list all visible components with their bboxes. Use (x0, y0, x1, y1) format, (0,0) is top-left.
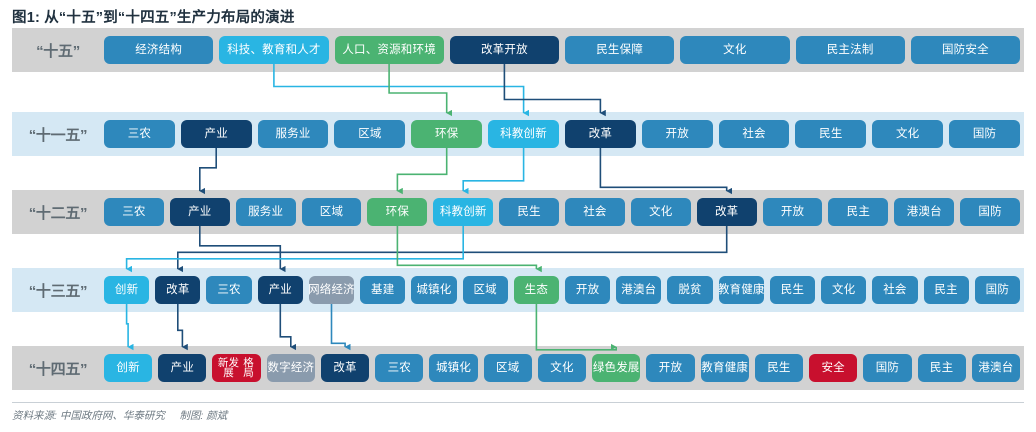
node-文化[interactable]: 文化 (680, 36, 790, 64)
plan-row-2: “十一五” 三农产业服务业区域环保科教创新改革开放社会民生文化国防 (12, 112, 1024, 156)
node-改革[interactable]: 改革 (320, 354, 370, 382)
node-环保[interactable]: 环保 (411, 120, 483, 148)
node-三农[interactable]: 三农 (375, 354, 424, 382)
plan-row-1: “十五” 经济结构科技、教育和人才人口、资源和环境改革开放民生保障文化民主法制国防… (12, 28, 1024, 72)
plan-row-5: “十四五”创新产业新发展格局数字经济改革三农城镇化区域文化绿色发展开放教育健康民… (12, 346, 1024, 390)
node-创新[interactable]: 创新 (104, 276, 150, 304)
node-城镇化[interactable]: 城镇化 (429, 354, 478, 382)
page-title: 图1: 从“十五”到“十四五”生产力布局的演进 (12, 10, 295, 26)
node-改革[interactable]: 改革 (155, 276, 201, 304)
node-产业[interactable]: 产业 (180, 120, 252, 148)
node-民主[interactable]: 民主 (917, 354, 966, 382)
node-国防[interactable]: 国防 (949, 120, 1020, 148)
node-民主法制[interactable]: 民主法制 (795, 36, 905, 64)
node-三农[interactable]: 三农 (104, 120, 175, 148)
plan-row-nodes: 三农产业服务业区域环保科教创新改革开放社会民生文化国防 (104, 112, 1024, 156)
plan-row-nodes: 创新产业新发展格局数字经济改革三农城镇化区域文化绿色发展开放教育健康民生安全国防… (104, 346, 1024, 390)
node-改革开放[interactable]: 改革开放 (449, 36, 559, 64)
node-文化[interactable]: 文化 (630, 198, 691, 226)
node-文化[interactable]: 文化 (872, 120, 944, 148)
node-民生[interactable]: 民生 (754, 354, 804, 382)
node-区域[interactable]: 区域 (301, 198, 362, 226)
node-环保[interactable]: 环保 (367, 198, 428, 226)
node-港澳台[interactable]: 港澳台 (616, 276, 662, 304)
node-服务业[interactable]: 服务业 (235, 198, 296, 226)
node-城镇化[interactable]: 城镇化 (411, 276, 457, 304)
node-开放[interactable]: 开放 (762, 198, 823, 226)
node-经济结构[interactable]: 经济结构 (104, 36, 214, 64)
node-社会[interactable]: 社会 (718, 120, 790, 148)
node-三农[interactable]: 三农 (206, 276, 252, 304)
node-民生保障[interactable]: 民生保障 (565, 36, 675, 64)
plan-row-label: “十五” (36, 42, 80, 60)
node-开放[interactable]: 开放 (564, 276, 611, 304)
node-国防[interactable]: 国防 (960, 198, 1021, 226)
node-民生[interactable]: 民生 (499, 198, 560, 226)
plan-row-label: “十三五” (28, 282, 88, 300)
node-三农[interactable]: 三农 (104, 198, 164, 226)
node-国防[interactable]: 国防 (863, 354, 912, 382)
source-note: 资料来源: 中国政府网、华泰研究 制图: 颜斌 (12, 410, 228, 422)
node-脱贫[interactable]: 脱贫 (667, 276, 713, 304)
node-区域[interactable]: 区域 (334, 120, 406, 148)
node-民主[interactable]: 民主 (828, 198, 889, 226)
node-社会[interactable]: 社会 (872, 276, 918, 304)
node-教育健康[interactable]: 教育健康 (718, 276, 764, 304)
node-生态[interactable]: 生态 (513, 276, 559, 304)
node-民生[interactable]: 民生 (795, 120, 867, 148)
node-服务业[interactable]: 服务业 (257, 120, 329, 148)
node-创新[interactable]: 创新 (104, 354, 153, 382)
node-文化[interactable]: 文化 (537, 354, 587, 382)
node-国防安全[interactable]: 国防安全 (910, 36, 1020, 64)
plan-row-nodes: 创新改革三农产业网络经济基建城镇化区域生态开放港澳台脱贫教育健康民生文化社会民主… (104, 268, 1024, 312)
node-新发展格局[interactable]: 新发展格局 (212, 354, 261, 382)
node-科教创新[interactable]: 科教创新 (488, 120, 559, 148)
node-港澳台[interactable]: 港澳台 (894, 198, 955, 226)
node-科教创新[interactable]: 科教创新 (433, 198, 494, 226)
node-民生[interactable]: 民生 (769, 276, 816, 304)
node-区域[interactable]: 区域 (462, 276, 508, 304)
node-人口、资源和环境[interactable]: 人口、资源和环境 (334, 36, 444, 64)
node-民主[interactable]: 民主 (923, 276, 969, 304)
node-数字经济[interactable]: 数字经济 (266, 354, 315, 382)
plan-row-label: “十一五” (28, 126, 88, 144)
node-区域[interactable]: 区域 (483, 354, 532, 382)
node-产业[interactable]: 产业 (169, 198, 230, 226)
node-改革[interactable]: 改革 (564, 120, 636, 148)
node-文化[interactable]: 文化 (821, 276, 867, 304)
plan-row-label: “十四五” (28, 360, 88, 378)
node-教育健康[interactable]: 教育健康 (700, 354, 749, 382)
plan-row-label: “十二五” (28, 204, 88, 222)
node-开放[interactable]: 开放 (646, 354, 695, 382)
plan-row-4: “十三五” 创新改革三农产业网络经济基建城镇化区域生态开放港澳台脱贫教育健康民生文… (12, 268, 1024, 312)
node-安全[interactable]: 安全 (809, 354, 858, 382)
node-产业[interactable]: 产业 (257, 276, 303, 304)
node-产业[interactable]: 产业 (158, 354, 207, 382)
node-科技、教育和人才[interactable]: 科技、教育和人才 (219, 36, 329, 64)
footer-divider (12, 402, 1024, 403)
node-网络经济[interactable]: 网络经济 (308, 276, 355, 304)
node-港澳台[interactable]: 港澳台 (971, 354, 1020, 382)
plan-row-nodes: 三农产业服务业区域环保科教创新民生社会文化改革开放民主港澳台国防 (104, 190, 1024, 234)
node-基建[interactable]: 基建 (360, 276, 406, 304)
plan-row-3: “十二五” 三农产业服务业区域环保科教创新民生社会文化改革开放民主港澳台国防 (12, 190, 1024, 234)
node-社会[interactable]: 社会 (565, 198, 625, 226)
plan-row-nodes: 经济结构科技、教育和人才人口、资源和环境改革开放民生保障文化民主法制国防安全 (104, 28, 1024, 72)
node-绿色发展[interactable]: 绿色发展 (592, 354, 641, 382)
node-改革[interactable]: 改革 (696, 198, 757, 226)
node-国防[interactable]: 国防 (974, 276, 1020, 304)
node-开放[interactable]: 开放 (641, 120, 713, 148)
